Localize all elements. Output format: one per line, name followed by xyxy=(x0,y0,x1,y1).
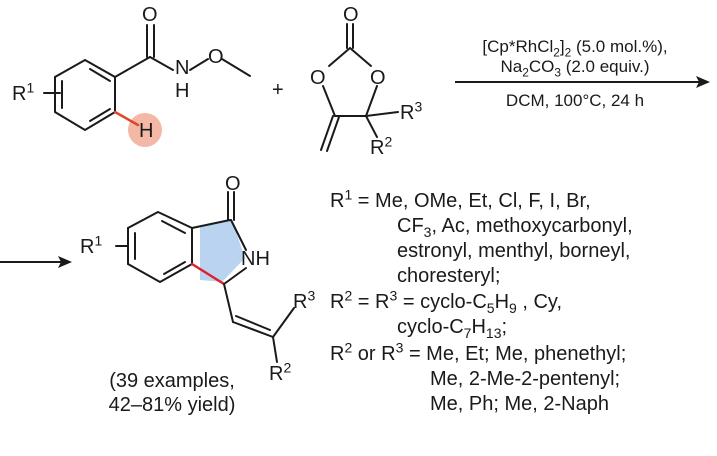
r2r3-scope-line-1: R2 = R3 = cyclo-C5H9 , Cy, xyxy=(330,287,562,316)
r2-or-r3-scope-line-3: Me, Ph; Me, 2-Naph xyxy=(430,393,609,415)
n-o-bond xyxy=(189,58,209,71)
amide-h-label: H xyxy=(175,80,190,102)
yield-note: (39 examples, 42–81% yield) xyxy=(82,369,262,418)
r1-scope-line-2: CF3, Ac, methoxycarbonyl, xyxy=(397,215,633,240)
carbonate-r2-label: R2 xyxy=(370,133,393,159)
methoxy-o-label: O xyxy=(208,46,224,68)
carbonate-structure xyxy=(320,23,399,152)
ring1-inner-bond-b xyxy=(89,68,111,82)
aryl-carbonyl-bond xyxy=(114,56,151,78)
amide-cn-bond xyxy=(149,56,174,71)
ring-o-c-right xyxy=(365,85,378,117)
reaction-arrow xyxy=(455,76,710,88)
co-nh-bond xyxy=(230,219,247,251)
ring2-inner-bond-c xyxy=(163,261,186,275)
carbonate-bond-right xyxy=(349,47,372,67)
aryl-co-bond xyxy=(191,219,231,229)
amide-o-label: O xyxy=(142,4,158,26)
product-r3-bond xyxy=(272,307,295,338)
product-nh-label: NH xyxy=(241,248,270,270)
r1-label: R1 xyxy=(12,79,35,105)
yield-line-2: 42–81% yield) xyxy=(108,394,236,417)
carbonate-bond-left xyxy=(328,47,351,67)
yield-line-1: (39 examples, xyxy=(109,370,235,392)
exo-methylene-b xyxy=(326,116,340,152)
r2-bond xyxy=(365,115,378,138)
r2-or-r3-scope-line-1: R2 or R3 = Me, Et; Me, phenethyl; xyxy=(330,339,627,365)
vinyl-double-a xyxy=(232,321,274,338)
ch-bond xyxy=(113,110,140,127)
ring1-inner-bond-c xyxy=(89,108,111,122)
carbonate-r3-label: R3 xyxy=(400,98,423,124)
ring-o-c-left xyxy=(322,85,336,117)
r2-or-r3-scope-line-2: Me, 2-Me-2-pentenyl; xyxy=(430,368,621,390)
r1-scope-line-1: R1 = Me, OMe, Et, Cl, F, I, Br, xyxy=(330,186,591,212)
product-r2-label: R2 xyxy=(269,359,292,385)
r3-bond xyxy=(365,111,399,117)
new-cc-bond xyxy=(190,262,226,286)
benzamide-structure xyxy=(43,24,251,147)
product-o-label: O xyxy=(225,173,241,195)
base-text: Na2CO3 (2.0 equiv.) xyxy=(500,57,650,80)
catalyst-text: [Cp*RhCl2]2 (5.0 mol.%), xyxy=(482,37,668,60)
product-r3-label: R3 xyxy=(293,287,316,313)
plus-sign: + xyxy=(272,79,284,101)
vinyl-double-b xyxy=(235,315,271,331)
exo-methylene-a xyxy=(320,115,334,151)
r1-scope-line-4: choresteryl; xyxy=(397,265,501,287)
r2r3-scope-line-2: cyclo-C7H13; xyxy=(397,316,508,341)
benzene-ring-2 xyxy=(127,210,193,284)
ring2-inner-bond-b xyxy=(161,220,186,234)
ring-o-right-label: O xyxy=(370,67,386,89)
product-r2-bond xyxy=(272,336,278,363)
product-structure xyxy=(115,191,295,363)
ch-vinyl-bond xyxy=(223,283,234,323)
carbonate-o-label: O xyxy=(343,4,359,26)
ortho-h-label: H xyxy=(139,120,154,142)
benzene-ring-1 xyxy=(54,58,116,132)
nh-ch-bond xyxy=(223,267,247,285)
amide-n-label: N xyxy=(175,57,190,79)
continuation-arrow xyxy=(0,256,72,268)
ring-o-left-label: O xyxy=(310,67,326,89)
ch-highlight xyxy=(128,113,162,147)
lactam-ring-fill xyxy=(200,220,245,282)
conditions-text: DCM, 100°C, 24 h xyxy=(505,91,645,110)
o-methyl-bond xyxy=(221,58,251,77)
product-r1-label: R1 xyxy=(80,232,103,258)
r1-scope-line-3: estronyl, menthyl, borneyl, xyxy=(397,240,631,262)
